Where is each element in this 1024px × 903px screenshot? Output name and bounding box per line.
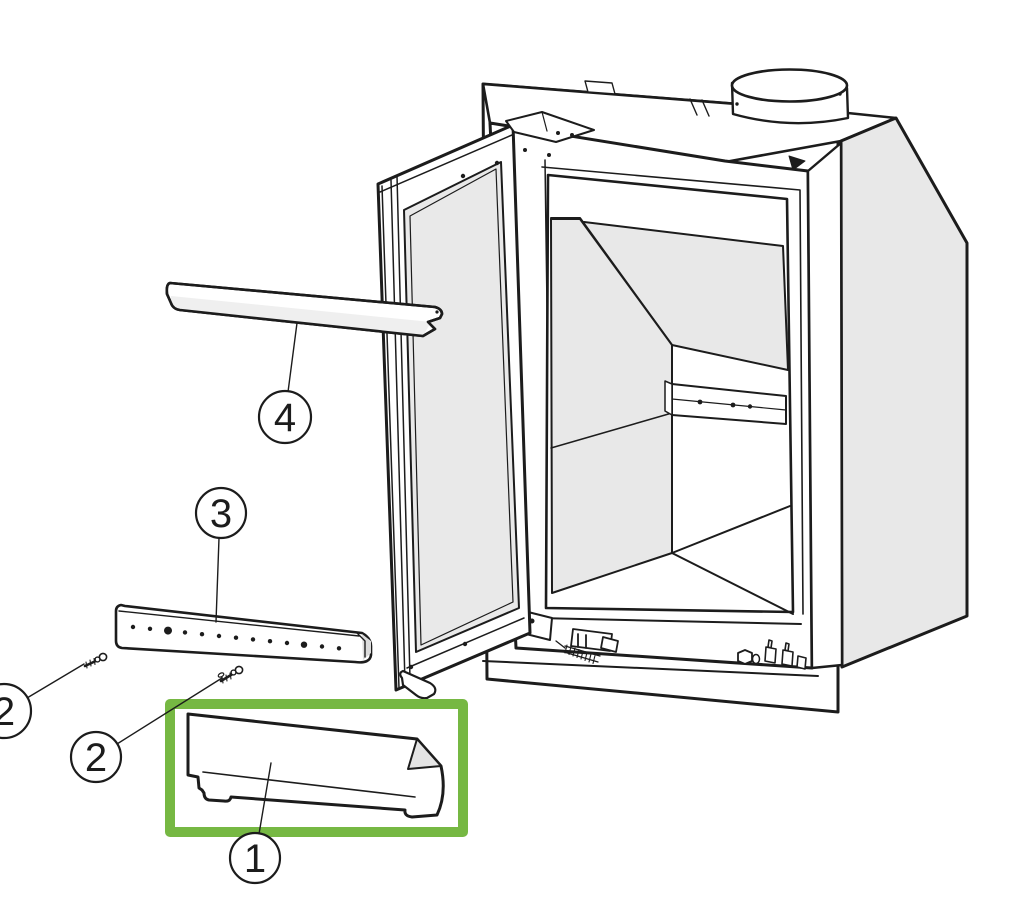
- screw-clip: [217, 672, 225, 678]
- front-frame-screw-dot: [547, 153, 551, 157]
- callout-label: 2: [0, 690, 15, 734]
- callout-label: 2: [85, 736, 107, 780]
- flue-collar-hole-left: [735, 102, 739, 106]
- screw-washer: [230, 669, 237, 676]
- bar-hole: [319, 644, 325, 649]
- callout-leader-line: [215, 537, 220, 623]
- screw-head: [234, 665, 244, 675]
- callout-circle[interactable]: [69, 730, 123, 784]
- screw-washer: [94, 656, 101, 663]
- callout-circle[interactable]: [228, 831, 282, 885]
- part-trim-strip[interactable]: [165, 281, 444, 338]
- callout-label: 1: [244, 837, 266, 881]
- interior-left-wall-shade: [550, 218, 673, 594]
- screw-head: [98, 652, 108, 662]
- interior-floor-lines: [671, 505, 794, 615]
- front-frame-inner-line: [541, 166, 804, 615]
- bar-hole: [300, 641, 308, 648]
- door-screw-dot: [460, 173, 466, 179]
- screw-threads: [85, 657, 96, 669]
- callout-2: 2: [69, 677, 223, 784]
- tray-lip-line: [202, 771, 416, 798]
- callout-1: 1: [228, 762, 282, 885]
- bottom-mechanisms: [525, 611, 807, 670]
- bracket-hole: [747, 404, 753, 409]
- callout-2: 2: [0, 663, 85, 740]
- bar-hole: [267, 639, 273, 644]
- bar-hole: [130, 624, 136, 630]
- trim-strip-facet-shade: [171, 296, 431, 336]
- bar-hole: [164, 626, 172, 635]
- part-perforated-bar[interactable]: [114, 603, 373, 664]
- bar-hole: [199, 632, 205, 637]
- bar-hole: [216, 633, 222, 639]
- door-glass-inner-line: [409, 168, 514, 646]
- flue-collar: [730, 68, 850, 125]
- part-ash-tray[interactable]: [186, 712, 445, 819]
- hinge-screw-dot: [556, 131, 560, 135]
- glass-door: [376, 111, 595, 700]
- firebox-interior: [537, 173, 802, 625]
- roller: [600, 636, 619, 653]
- bar-hole: [182, 630, 188, 635]
- door-glass: [403, 161, 520, 653]
- flue-collar-rim: [730, 68, 849, 103]
- part-screw-left[interactable]: [83, 652, 108, 669]
- callout-circle[interactable]: [194, 486, 248, 540]
- door-screw-dot: [462, 641, 468, 647]
- callout-circle[interactable]: [0, 682, 33, 740]
- bar-hole: [147, 626, 153, 631]
- bar-hole: [284, 640, 290, 646]
- bar-hole: [233, 635, 239, 640]
- bracket-hole: [697, 399, 703, 405]
- spring-coils: [564, 644, 596, 665]
- highlight-box[interactable]: [165, 699, 468, 837]
- callout-leader-line: [258, 762, 272, 835]
- bar-hole: [336, 646, 342, 651]
- callouts-layer: 4 3 2 2 1: [0, 322, 313, 885]
- adjuster-nuts: [764, 639, 807, 670]
- flue-collar-hole-right: [838, 92, 842, 96]
- front-frame-corner-tab: [788, 155, 806, 171]
- callout-label: 3: [210, 492, 232, 536]
- callout-leader-line: [116, 677, 223, 745]
- tray-end-flap: [407, 738, 442, 770]
- bolt-washer: [751, 653, 761, 665]
- door-screw-dot: [408, 664, 414, 670]
- tray-body: [186, 712, 445, 819]
- bar-body: [114, 603, 373, 664]
- interior-bracket-tab: [664, 380, 673, 416]
- door-edge-lines: [381, 175, 411, 689]
- callout-label: 4: [274, 396, 296, 440]
- callout-4: 4: [257, 322, 313, 445]
- callout-leader-line: [287, 322, 298, 393]
- interior-wall-seam: [550, 412, 673, 449]
- interior-bracket-bend-line: [671, 398, 787, 411]
- part-screw-right[interactable]: [217, 665, 244, 684]
- hinge-screw-dot: [570, 133, 574, 137]
- callout-3: 3: [194, 486, 248, 623]
- door-foot: [399, 669, 437, 700]
- side-panel: [839, 116, 969, 669]
- latch-pins: [577, 633, 587, 649]
- front-frame-screw-dot: [523, 148, 527, 152]
- callout-circle[interactable]: [257, 389, 313, 445]
- trim-strip-outline-restroke: [165, 281, 444, 338]
- trim-strip-eyelet: [435, 310, 439, 314]
- front-frame-return-strip: [806, 141, 844, 670]
- hinge-flap-line: [541, 111, 548, 132]
- hex-bolt: [737, 649, 753, 665]
- sill-line: [537, 617, 802, 625]
- bar-holes: [130, 624, 342, 651]
- bracket-hole: [730, 402, 736, 408]
- callout-leader-line: [26, 663, 85, 699]
- top-slab-seams: [584, 80, 710, 117]
- bar-hole: [250, 637, 256, 642]
- door-screw-dot: [494, 160, 500, 166]
- wall-panel-bottom-line: [482, 660, 819, 677]
- bar-lines: [118, 610, 366, 658]
